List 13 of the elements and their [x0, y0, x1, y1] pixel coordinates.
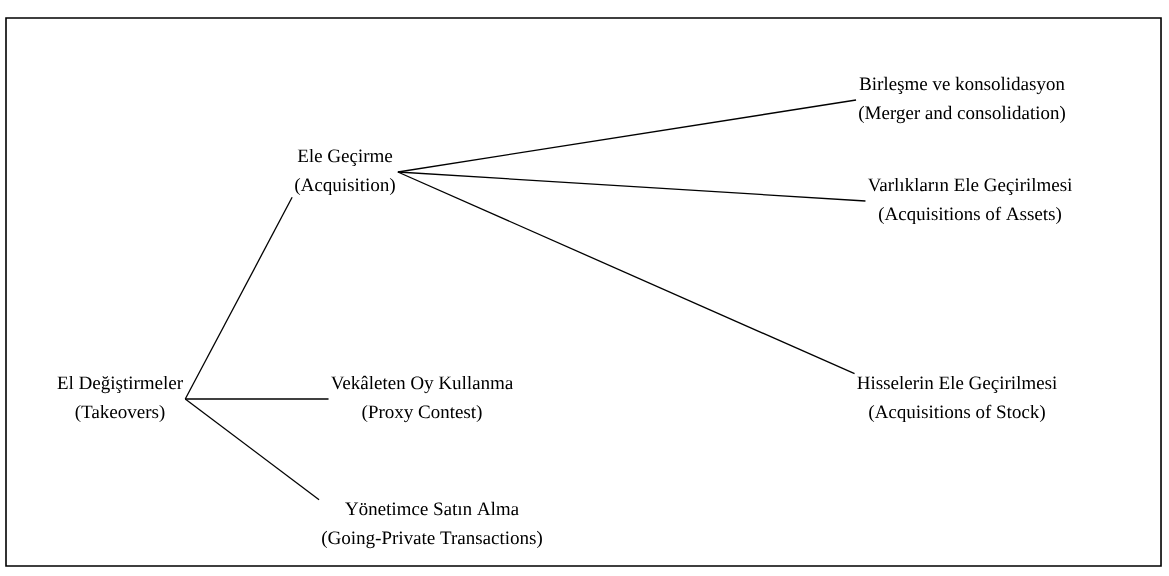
- node-label: Birleşme ve konsolidasyon (Merger and consolidation): [859, 76, 1065, 124]
- node-label: El Değiştirmeler (Takeovers): [57, 375, 183, 423]
- connector-line: [184, 196, 293, 400]
- node-label: Vekâleten Oy Kullanma (Proxy Contest): [330, 375, 514, 423]
- connector-line: [397, 99, 857, 173]
- connector-line: [397, 171, 867, 202]
- node-label: Varlıkların Ele Geçirilmesi (Acquisitions of Assets): [867, 177, 1073, 225]
- connector-line: [397, 171, 856, 375]
- connector-line: [184, 398, 320, 501]
- node-label: Ele Geçirme (Acquisition): [295, 148, 395, 196]
- node-label: Hisselerin Ele Geçirilmesi (Acquisitions of Stock): [857, 375, 1057, 423]
- node-label: Yönetimce Satın Alma (Going-Private Transactions): [322, 501, 542, 549]
- connector-line: [184, 398, 330, 400]
